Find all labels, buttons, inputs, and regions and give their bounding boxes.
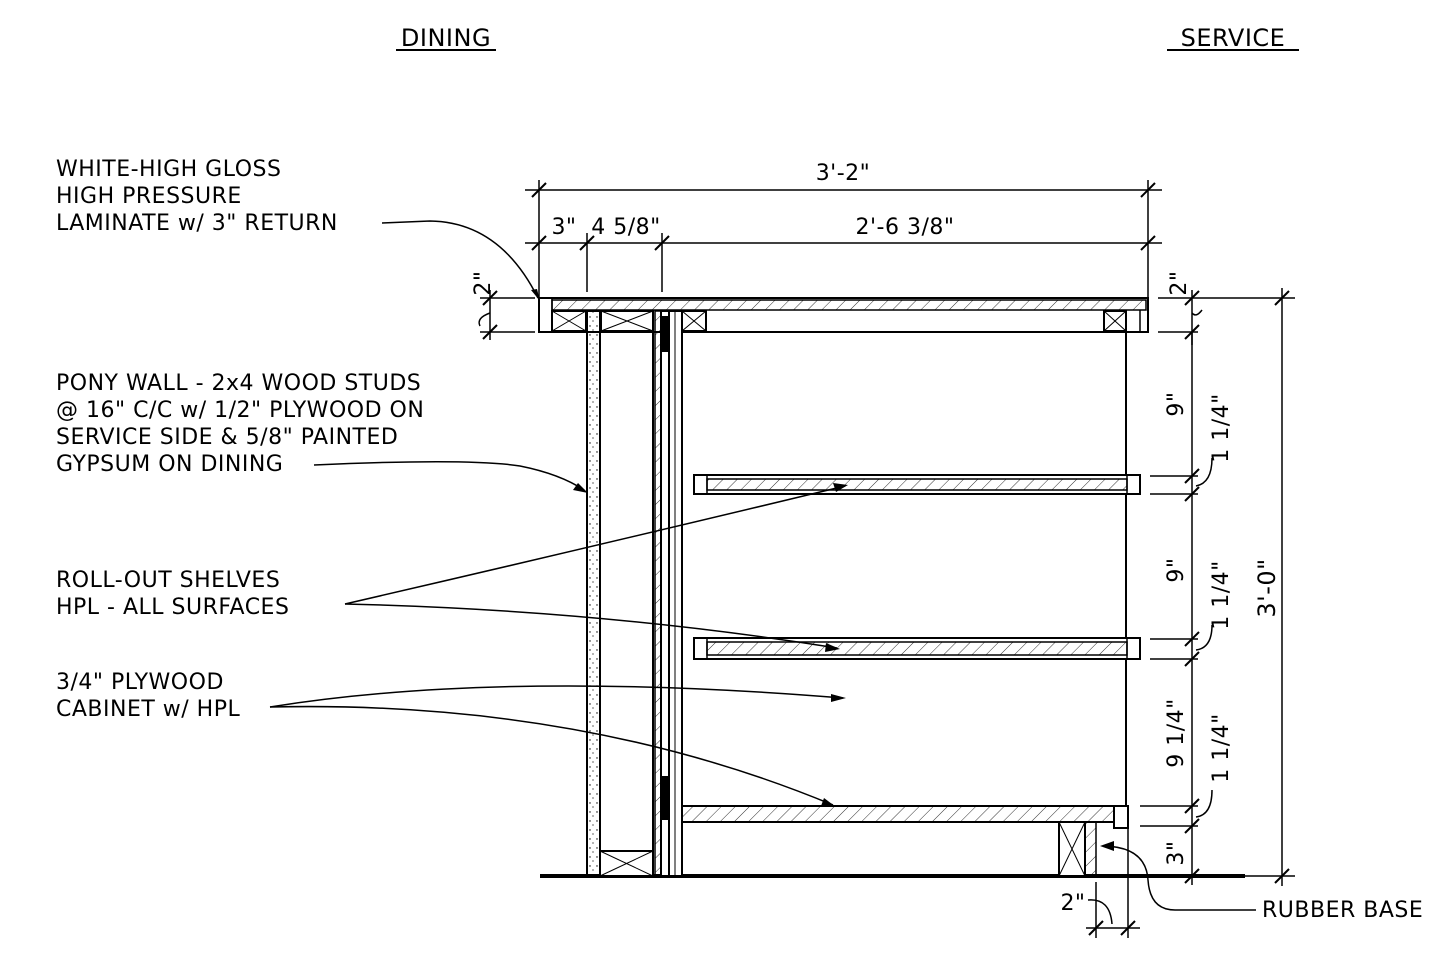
- pony-wall: [586, 310, 683, 877]
- dim-top-thickness-right: 2": [1158, 270, 1295, 345]
- dim-overall-height: 3'-0": [1240, 288, 1295, 886]
- svg-text:3/4" PLYWOOD: 3/4" PLYWOOD: [56, 670, 224, 695]
- cabinet: [681, 331, 1141, 877]
- top-blocking-left: [551, 310, 654, 332]
- svg-text:LAMINATE w/ 3" RETURN: LAMINATE w/ 3" RETURN: [56, 211, 338, 236]
- svg-text:1 1/4": 1 1/4": [1209, 560, 1234, 630]
- svg-text:2": 2": [1167, 270, 1192, 295]
- svg-text:1 1/4": 1 1/4": [1209, 713, 1234, 783]
- svg-text:CABINET w/ HPL: CABINET w/ HPL: [56, 697, 240, 722]
- svg-text:9": 9": [1164, 557, 1189, 582]
- note-cabinet: 3/4" PLYWOOD CABINET w/ HPL: [56, 670, 846, 807]
- shelf-1: [693, 474, 1141, 495]
- svg-text:SERVICE SIDE & 5/8" PAINTED: SERVICE SIDE & 5/8" PAINTED: [56, 425, 398, 450]
- svg-text:WHITE-HIGH GLOSS: WHITE-HIGH GLOSS: [56, 157, 281, 182]
- svg-text:3'-2": 3'-2": [816, 161, 871, 186]
- svg-text:HPL - ALL SURFACES: HPL - ALL SURFACES: [56, 595, 289, 620]
- toe-kick: [1058, 821, 1097, 877]
- svg-text:HIGH PRESSURE: HIGH PRESSURE: [56, 184, 242, 209]
- heading-service: SERVICE: [1181, 24, 1286, 52]
- top-blocking-mid: [681, 310, 707, 332]
- note-rubber-base: RUBBER BASE: [1100, 841, 1423, 923]
- shelf-2: [693, 637, 1141, 660]
- svg-text:2": 2": [1060, 891, 1085, 916]
- svg-text:9 1/4": 9 1/4": [1164, 698, 1189, 768]
- dim-shelf-stack: 9" 1 1/4" 9" 1 1/4" 9 1/4" 1 1/4" 3": [1140, 332, 1234, 885]
- svg-text:PONY WALL - 2x4 WOOD STUDS: PONY WALL - 2x4 WOOD STUDS: [56, 371, 421, 396]
- svg-text:9": 9": [1164, 391, 1189, 416]
- svg-text:2'-6 3/8": 2'-6 3/8": [856, 215, 955, 240]
- gypsum-board: [586, 310, 601, 877]
- rubber-base: [1084, 821, 1097, 877]
- svg-text:ROLL-OUT SHELVES: ROLL-OUT SHELVES: [56, 568, 280, 593]
- dim-overall-width: 3'-2": [525, 161, 1162, 298]
- svg-text:3'-0": 3'-0": [1253, 558, 1281, 617]
- cabinet-bottom: [681, 805, 1129, 829]
- dim-base-setback: 2": [1060, 828, 1140, 938]
- svg-text:3": 3": [551, 215, 576, 240]
- svg-text:4 5/8": 4 5/8": [591, 215, 661, 240]
- note-pony-wall: PONY WALL - 2x4 WOOD STUDS @ 16" C/C w/ …: [56, 371, 588, 493]
- svg-text:2": 2": [471, 270, 496, 295]
- heading-dining: DINING: [401, 24, 491, 52]
- dim-top-segments: 3" 4 5/8" 2'-6 3/8": [525, 215, 1162, 292]
- svg-text:RUBBER BASE: RUBBER BASE: [1262, 898, 1423, 923]
- svg-text:@ 16" C/C w/ 1/2" PLYWOOD ON: @ 16" C/C w/ 1/2" PLYWOOD ON: [56, 398, 424, 423]
- top-blocking-right: [1103, 310, 1127, 332]
- svg-text:1 1/4": 1 1/4": [1209, 393, 1234, 463]
- svg-text:GYPSUM ON DINING: GYPSUM ON DINING: [56, 452, 283, 477]
- note-laminate: WHITE-HIGH GLOSS HIGH PRESSURE LAMINATE …: [56, 157, 540, 301]
- svg-text:3": 3": [1164, 840, 1189, 865]
- countertop: [538, 297, 1149, 333]
- dim-top-thickness-left: 2": [471, 270, 535, 340]
- note-shelves: ROLL-OUT SHELVES HPL - ALL SURFACES: [56, 483, 848, 652]
